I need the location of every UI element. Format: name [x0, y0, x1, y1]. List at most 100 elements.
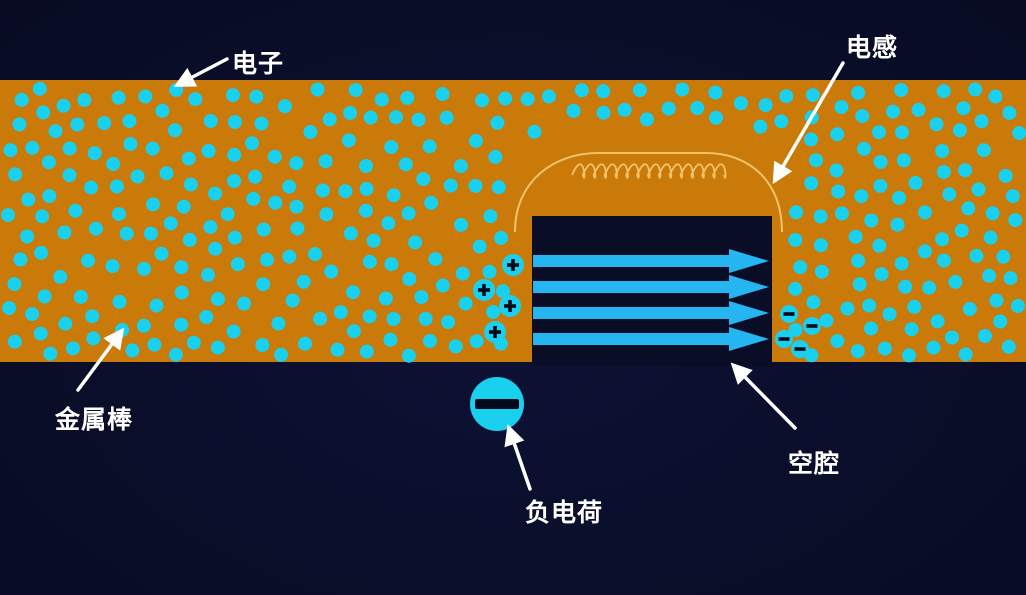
- inductor-outline: [514, 152, 783, 233]
- electron: [917, 244, 932, 259]
- electron: [319, 207, 334, 222]
- electron: [930, 314, 945, 329]
- electron: [443, 178, 458, 193]
- electron-label: 电子: [232, 49, 285, 78]
- electron: [97, 116, 112, 131]
- positive-charge-icon: [499, 295, 521, 317]
- electron: [814, 264, 829, 279]
- electron: [105, 259, 120, 274]
- electron: [411, 112, 426, 127]
- electron: [993, 314, 1008, 329]
- electron: [835, 206, 849, 221]
- electron: [491, 180, 506, 195]
- electron: [174, 260, 189, 275]
- electron: [338, 184, 353, 199]
- electron: [203, 114, 218, 128]
- negative-charge-label: 负电荷: [525, 498, 604, 527]
- electron: [48, 124, 63, 139]
- electron: [186, 335, 201, 350]
- electron: [864, 321, 878, 336]
- electron: [176, 199, 191, 214]
- electron: [12, 117, 27, 132]
- electron-cloud: [1, 81, 1026, 363]
- electron: [985, 206, 1000, 221]
- electron: [851, 253, 866, 268]
- electron: [88, 221, 103, 236]
- electron: [260, 252, 274, 267]
- electron: [488, 149, 503, 164]
- electron: [324, 264, 339, 279]
- electron: [154, 246, 169, 261]
- electron: [469, 334, 484, 349]
- electron: [926, 340, 941, 355]
- electron: [708, 85, 723, 100]
- electron: [136, 318, 151, 333]
- electron: [343, 106, 358, 120]
- electron: [596, 84, 611, 99]
- electron: [804, 132, 818, 147]
- electron: [829, 163, 844, 178]
- electron: [254, 116, 269, 131]
- electron: [596, 105, 611, 120]
- electron: [968, 82, 983, 97]
- negative-charge-small-icon: [775, 330, 793, 348]
- electron: [256, 277, 271, 292]
- field-arrow-head: [729, 327, 769, 351]
- electron: [25, 307, 40, 322]
- electron: [147, 337, 162, 352]
- electron: [468, 178, 483, 193]
- electron: [112, 294, 127, 309]
- electron: [416, 172, 431, 187]
- electron: [33, 326, 48, 341]
- electron: [475, 93, 489, 108]
- electron: [890, 217, 905, 232]
- electron: [895, 125, 909, 140]
- electron: [62, 168, 77, 183]
- electron: [109, 179, 124, 194]
- electron: [57, 225, 72, 240]
- electron: [85, 309, 100, 324]
- electron: [210, 292, 225, 307]
- electron: [788, 233, 803, 247]
- electron: [125, 343, 140, 358]
- electron: [962, 302, 977, 316]
- electron: [793, 260, 808, 275]
- electron: [210, 340, 225, 355]
- electron: [8, 167, 23, 182]
- electron: [111, 90, 126, 105]
- electron: [862, 298, 877, 313]
- electron: [143, 226, 158, 241]
- electron: [929, 117, 944, 132]
- electron: [366, 233, 381, 248]
- electron: [208, 241, 223, 256]
- electron: [227, 115, 242, 129]
- electron: [453, 159, 468, 174]
- electron: [383, 332, 398, 347]
- electron: [1003, 271, 1018, 286]
- electron: [448, 339, 463, 354]
- electron: [199, 310, 214, 324]
- electron: [520, 92, 535, 107]
- electron: [167, 123, 182, 138]
- electron: [490, 115, 505, 130]
- electron: [62, 141, 77, 156]
- field-arrow-shaft: [533, 281, 731, 293]
- electron: [850, 344, 865, 359]
- electron: [35, 209, 50, 224]
- electron: [495, 284, 510, 299]
- electron: [976, 143, 991, 158]
- electron: [123, 137, 138, 151]
- electron: [146, 197, 160, 212]
- metal-rod-label: 金属棒: [55, 405, 134, 434]
- electron: [346, 285, 360, 300]
- electron: [936, 253, 951, 268]
- electron: [282, 249, 297, 264]
- electron: [936, 84, 951, 99]
- electron: [661, 101, 676, 116]
- electron: [159, 166, 174, 181]
- electron: [806, 295, 821, 310]
- electron: [174, 285, 189, 300]
- electron: [809, 153, 823, 168]
- electron: [877, 341, 892, 356]
- field-arrow-head: [729, 249, 769, 273]
